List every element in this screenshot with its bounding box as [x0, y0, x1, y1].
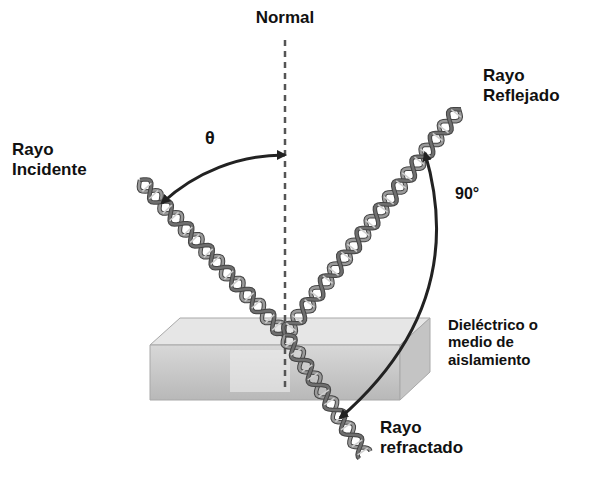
ray-rung [360, 228, 370, 235]
ray-rung [329, 268, 339, 275]
ray-rung [451, 110, 461, 117]
ray-rung [433, 133, 443, 140]
ray-rung [402, 173, 412, 180]
ray-rung [347, 244, 357, 251]
ray-rung [384, 197, 394, 204]
ray-strand [283, 109, 461, 335]
ray-rung [286, 340, 296, 347]
ray-rung [211, 256, 220, 264]
ray-rung [292, 316, 302, 323]
ray-rung [252, 300, 261, 308]
ray-rung [319, 390, 329, 397]
ray-rung [308, 373, 318, 380]
ray-rung [366, 220, 376, 227]
ray-rung [204, 249, 213, 257]
angle-arc [340, 153, 437, 418]
ray-label: Rayo Incidente [12, 140, 107, 179]
ray-rung [324, 398, 334, 405]
ray-rung [272, 322, 281, 330]
ray-rung [149, 191, 158, 199]
ray-label: Rayo refractado [380, 418, 475, 457]
ray-rung [352, 440, 362, 447]
block-highlight [230, 350, 290, 392]
ray-rung [396, 181, 406, 188]
ray-rung [341, 252, 351, 259]
angle-label: 90° [455, 185, 479, 203]
ray-rung [245, 293, 254, 301]
ray-rung [291, 348, 301, 355]
ray-rung [183, 227, 192, 235]
ray-rung [170, 212, 179, 220]
axis-label: Normal [256, 8, 315, 28]
ray-rung [163, 205, 172, 213]
angle-arc [162, 155, 285, 203]
angle-label: θ [205, 128, 215, 149]
ray-label: Rayo Reflejado [483, 66, 578, 105]
ray-rung [358, 448, 368, 455]
ray-rung [224, 271, 233, 279]
ray-rung [302, 365, 312, 372]
block-side [400, 318, 430, 400]
ray-rung [415, 157, 425, 164]
ray-rung [265, 315, 274, 323]
ray-rung [190, 234, 199, 242]
ray-rung [231, 278, 240, 286]
ray-rung [439, 125, 449, 132]
ray-rung [323, 276, 333, 283]
ray-rung [341, 423, 351, 430]
rays [139, 108, 461, 459]
medium-label: Dieléctrico o medio de aislamiento [448, 316, 558, 368]
ray-rung [305, 300, 315, 307]
block-front [150, 345, 400, 400]
ray-strand-outline [285, 335, 362, 459]
ray-rung [311, 292, 321, 299]
ray-rung [142, 183, 151, 191]
ray-strand [285, 335, 362, 459]
ray-rung [286, 323, 296, 330]
ray-rung [378, 205, 388, 212]
ray-strand-outline [283, 109, 461, 335]
